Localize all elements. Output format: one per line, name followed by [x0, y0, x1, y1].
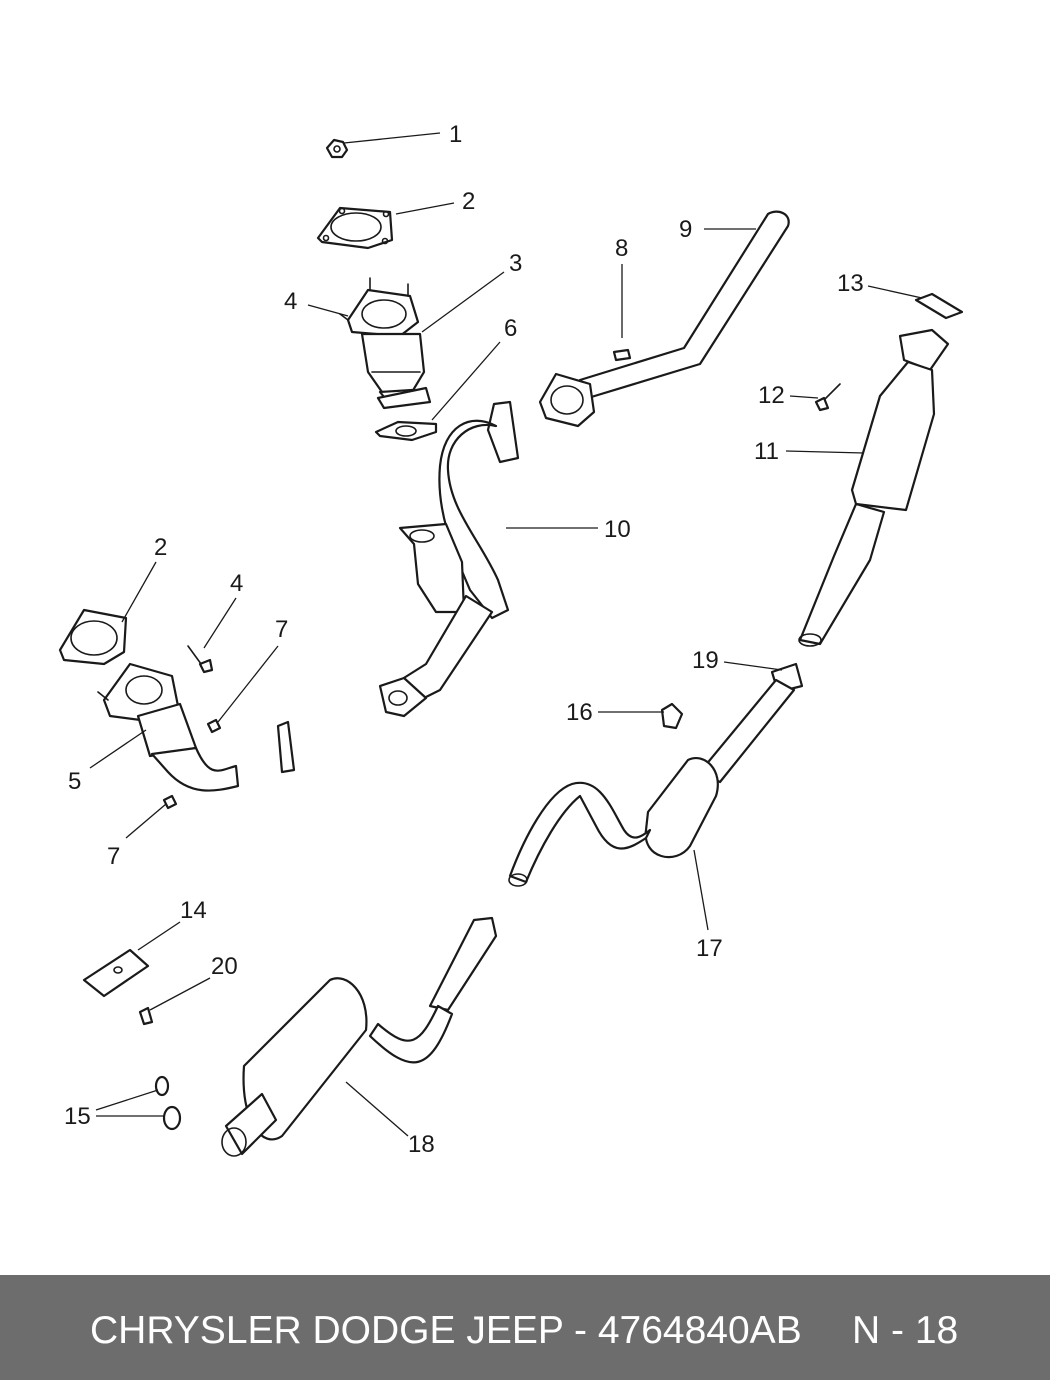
callout-1: 1 [449, 121, 462, 148]
part-16-insulator [660, 702, 684, 730]
footer-title: CHRYSLER DODGE JEEP - 4764840AB [90, 1309, 802, 1352]
callout-12: 12 [758, 382, 785, 409]
part-4-bolt [187, 645, 214, 674]
part-7-nut-lower [162, 794, 178, 810]
callout-13: 13 [837, 270, 864, 297]
callout-4-upper: 4 [284, 288, 297, 315]
callout-2-upper: 2 [462, 188, 475, 215]
callout-10: 10 [604, 516, 631, 543]
callout-15: 15 [64, 1103, 91, 1130]
part-1-nut [325, 138, 349, 159]
callout-18: 18 [408, 1131, 435, 1158]
callout-20: 20 [211, 953, 238, 980]
footer-page-number: N - 18 [852, 1309, 959, 1352]
part-13-gasket [914, 292, 964, 320]
part-12-bolt [814, 383, 841, 412]
callout-17: 17 [696, 935, 723, 962]
part-5-converter-lower [97, 662, 296, 792]
callout-11: 11 [754, 438, 779, 465]
leader-lines [89, 132, 923, 1137]
callout-labels: 1 2 3 4 6 8 9 13 12 11 10 2 4 7 5 7 19 1… [64, 121, 864, 1158]
part-15-insulator-lower [162, 1105, 182, 1131]
part-2-gasket-upper [316, 206, 394, 250]
callout-7-lower: 7 [107, 843, 120, 870]
part-8-bolt [612, 348, 632, 362]
callout-3: 3 [509, 250, 522, 277]
part-7-nut-upper [206, 718, 222, 734]
part-17-resonator-pipe [508, 678, 796, 887]
callout-9: 9 [679, 216, 692, 243]
callout-19: 19 [692, 647, 719, 674]
exhaust-system-diagram: 1 2 3 4 6 8 9 13 12 11 10 2 4 7 5 7 19 1… [58, 121, 964, 1158]
callout-14: 14 [180, 897, 207, 924]
footer-bar: CHRYSLER DODGE JEEP - 4764840AB N - 18 [0, 1275, 1050, 1380]
part-3-converter-upper [339, 277, 432, 410]
callout-7-upper: 7 [275, 616, 288, 643]
part-9-front-pipe [538, 210, 790, 428]
part-6-gasket [374, 420, 438, 442]
callout-4-lower: 4 [230, 570, 243, 597]
part-15-insulator-upper [154, 1075, 170, 1097]
callout-6: 6 [504, 315, 517, 342]
part-10-y-pipe [378, 400, 520, 718]
part-18-muffler [221, 916, 498, 1157]
callout-2-lower: 2 [154, 534, 167, 561]
callout-5: 5 [68, 768, 81, 795]
part-11-catalytic-converter [798, 328, 950, 647]
part-14-bracket [82, 948, 150, 998]
part-20-push-pin [138, 1006, 154, 1026]
callout-8: 8 [615, 235, 628, 262]
part-2-gasket-lower [58, 608, 128, 666]
callout-16: 16 [566, 699, 593, 726]
